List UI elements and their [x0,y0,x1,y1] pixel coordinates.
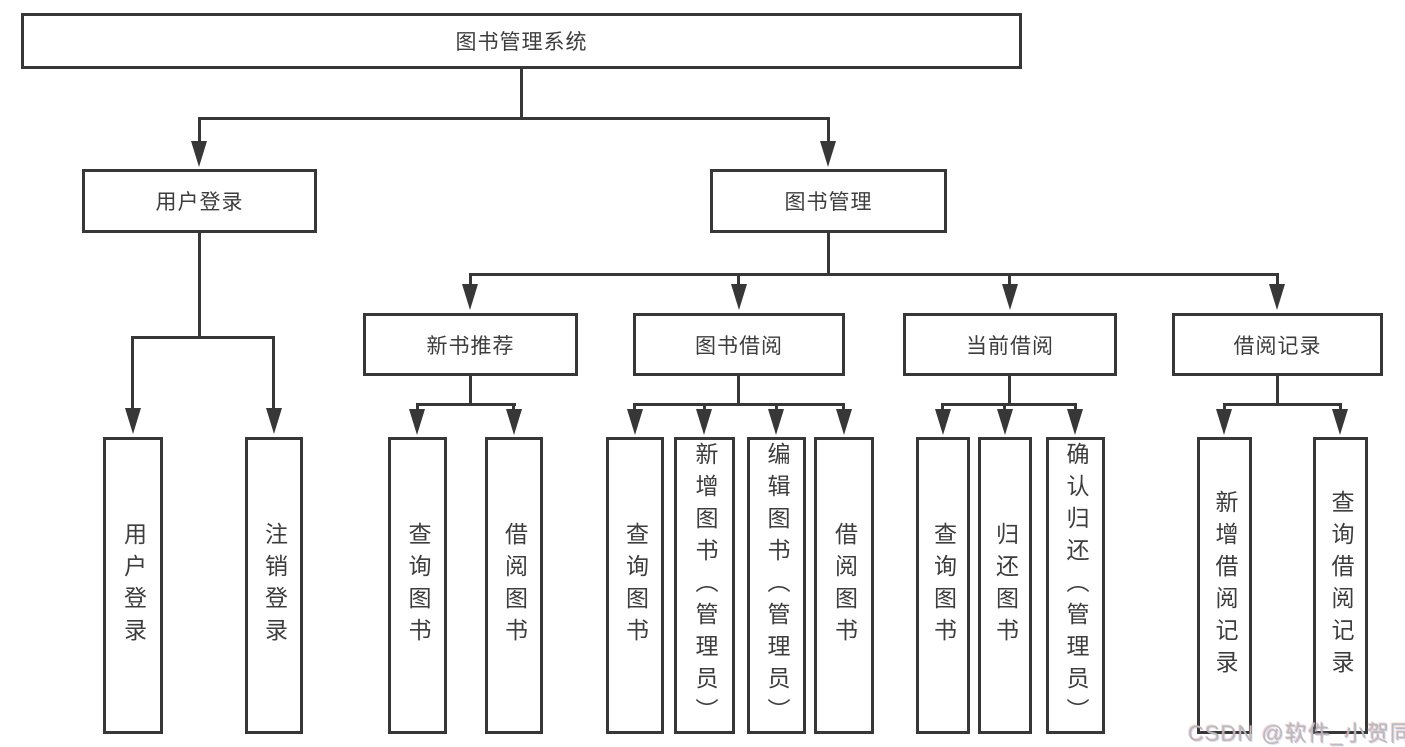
connector-leaf-shaft-4 [512,403,515,414]
leaf-logout: 注销登录 [245,437,303,734]
arrow-leaf-5-icon [627,409,643,435]
node-new-book-recommend: 新书推荐 [363,313,578,376]
connector-borrow-stem [737,376,740,406]
leaf-confirm-return-admin: 确认归还（管理员） [1046,437,1105,734]
connector-user-login-left-shaft [131,336,134,412]
node-book-borrow: 图书借阅 [633,313,845,376]
leaf-user-login: 用户登录 [103,437,163,734]
connector-current-bar [941,403,1077,406]
leaf-borrow-book-2: 借阅图书 [814,437,874,734]
csdn-watermark: CSDN @软件_小贺同学 [1188,721,1405,746]
node-root-system: 图书管理系统 [21,13,1022,69]
leaf-query-borrow-record-label: 查询借阅记录 [1328,489,1354,682]
node-root-label: 图书管理系统 [455,31,588,54]
connector-user-login-right-shaft [272,336,275,412]
connector-leaf-shaft-13 [1339,403,1342,414]
leaf-query-book-1-label: 查询图书 [405,521,431,650]
arrow-leaf-10-icon [997,409,1013,435]
arrow-leaf-12-icon [1216,409,1232,435]
connector-records-stem [1276,376,1279,406]
node-borrow-records-label: 借阅记录 [1233,334,1322,358]
arrow-leaf-9-icon [935,409,951,435]
connector-l3-shaft-1 [469,273,472,288]
leaf-query-book-2-label: 查询图书 [622,521,649,650]
connector-user-login-stem [198,233,201,339]
node-borrow-records: 借阅记录 [1172,313,1383,376]
leaf-query-borrow-record: 查询借阅记录 [1313,437,1368,734]
leaf-add-borrow-record-label: 新增借阅记录 [1212,489,1238,682]
arrow-leaf-11-icon [1067,409,1083,435]
node-user-login-label: 用户登录 [155,191,244,214]
arrow-to-current-icon [1002,284,1018,310]
connector-root-left-shaft [198,117,201,146]
node-user-login: 用户登录 [82,169,317,233]
connector-leaf-shaft-8 [842,403,845,414]
connector-user-login-bar [131,336,274,339]
arrow-to-user-login-icon [191,141,207,167]
connector-l3-shaft-4 [1276,273,1279,288]
connector-leaf-shaft-6 [703,403,706,414]
leaf-add-book-admin: 新增图书（管理员） [674,437,735,734]
arrow-to-book-mgmt-icon [820,141,836,167]
leaf-logout-label: 注销登录 [261,521,288,650]
leaf-edit-book-admin: 编辑图书（管理员） [747,437,806,734]
leaf-add-borrow-record: 新增借阅记录 [1197,437,1252,734]
leaf-return-book-label: 归还图书 [992,521,1019,650]
node-book-borrow-label: 图书借阅 [695,334,783,358]
node-current-borrow-label: 当前借阅 [966,334,1054,358]
connector-leaf-shaft-5 [633,403,636,414]
leaf-edit-book-admin-label: 编辑图书（管理员） [764,441,790,730]
connector-root-stem [520,69,523,119]
node-book-management-label: 图书管理 [784,191,873,214]
connector-recommend-stem [469,376,472,406]
leaf-query-book-3-label: 查询图书 [930,521,957,650]
leaf-query-book-2: 查询图书 [606,437,664,734]
leaf-return-book: 归还图书 [978,437,1032,734]
arrow-to-leaf-login-icon [125,408,141,434]
arrow-leaf-8-icon [836,409,852,435]
connector-current-stem [1008,376,1011,406]
arrow-leaf-6-icon [696,409,712,435]
arrow-leaf-4-icon [506,409,522,435]
arrow-to-borrow-icon [731,284,747,310]
arrow-leaf-13-icon [1332,409,1348,435]
arrow-leaf-7-icon [768,409,784,435]
connector-book-mgmt-bar [469,273,1279,276]
node-new-book-recommend-label: 新书推荐 [426,334,515,358]
connector-leaf-shaft-3 [416,403,419,414]
node-current-borrow: 当前借阅 [903,313,1117,376]
connector-root-bar [198,117,830,120]
connector-book-mgmt-stem [827,233,830,276]
connector-recommend-bar [416,403,516,406]
connector-leaf-shaft-10 [1003,403,1006,414]
leaf-borrow-book-1: 借阅图书 [485,437,543,734]
arrow-leaf-3-icon [409,409,425,435]
connector-root-right-shaft [827,117,830,146]
leaf-borrow-book-1-label: 借阅图书 [501,521,528,650]
connector-borrow-bar [633,403,845,406]
leaf-add-book-admin-label: 新增图书（管理员） [692,441,718,730]
arrow-to-records-icon [1269,284,1285,310]
connector-leaf-shaft-9 [941,403,944,414]
leaf-user-login-label: 用户登录 [120,521,147,650]
leaf-confirm-return-admin-label: 确认归还（管理员） [1063,441,1089,730]
connector-leaf-shaft-7 [775,403,778,414]
connector-records-bar [1223,403,1342,406]
connector-leaf-shaft-12 [1223,403,1226,414]
arrow-to-leaf-logout-icon [266,408,282,434]
leaf-borrow-book-2-label: 借阅图书 [831,521,858,650]
connector-l3-shaft-2 [737,273,740,288]
connector-leaf-shaft-11 [1074,403,1077,414]
arrow-to-new-book-icon [462,284,478,310]
leaf-query-book-1: 查询图书 [388,437,447,734]
node-book-management: 图书管理 [710,169,947,233]
connector-l3-shaft-3 [1008,273,1011,288]
leaf-query-book-3: 查询图书 [916,437,970,734]
